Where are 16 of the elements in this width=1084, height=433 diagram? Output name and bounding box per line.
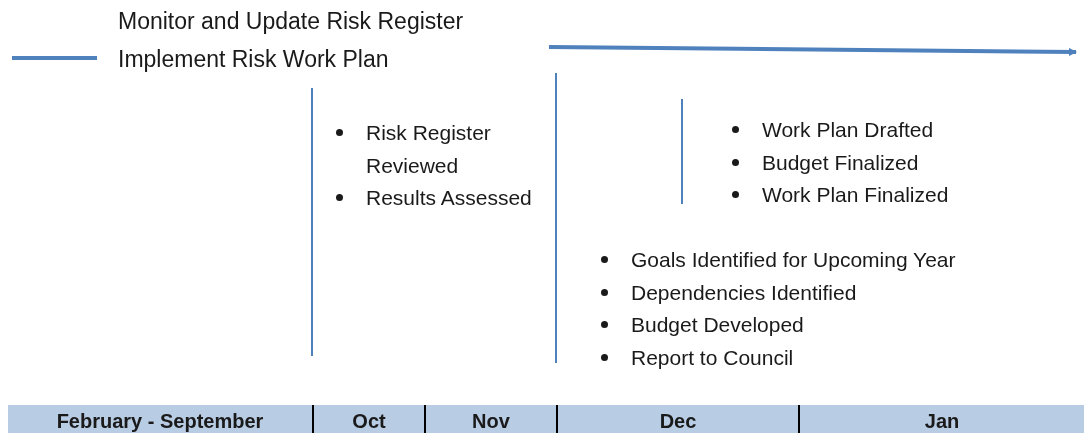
milestone-text: Dependencies Identified [631,280,857,306]
milestone-text: Report to Council [631,345,794,371]
milestone-text: Budget Finalized [762,150,919,176]
milestone-text: Risk Register Reviewed [366,120,492,179]
month-header-cell: Jan [798,405,1084,433]
milestone-text: Results Assessed [366,185,532,211]
milestone-text: Budget Developed [631,312,804,338]
month-header-cell: Nov [424,405,556,433]
milestone-text: Work Plan Drafted [762,117,934,143]
milestone-text: Work Plan Finalized [762,182,949,208]
month-header-cell: Dec [556,405,798,433]
phase-title: Implement Risk Work Plan [118,45,389,74]
month-header-cell: Oct [312,405,424,433]
month-header-cell: February - September [8,405,312,433]
phase-title: Monitor and Update Risk Register [118,7,464,36]
milestone-text: Goals Identified for Upcoming Year [631,247,956,273]
